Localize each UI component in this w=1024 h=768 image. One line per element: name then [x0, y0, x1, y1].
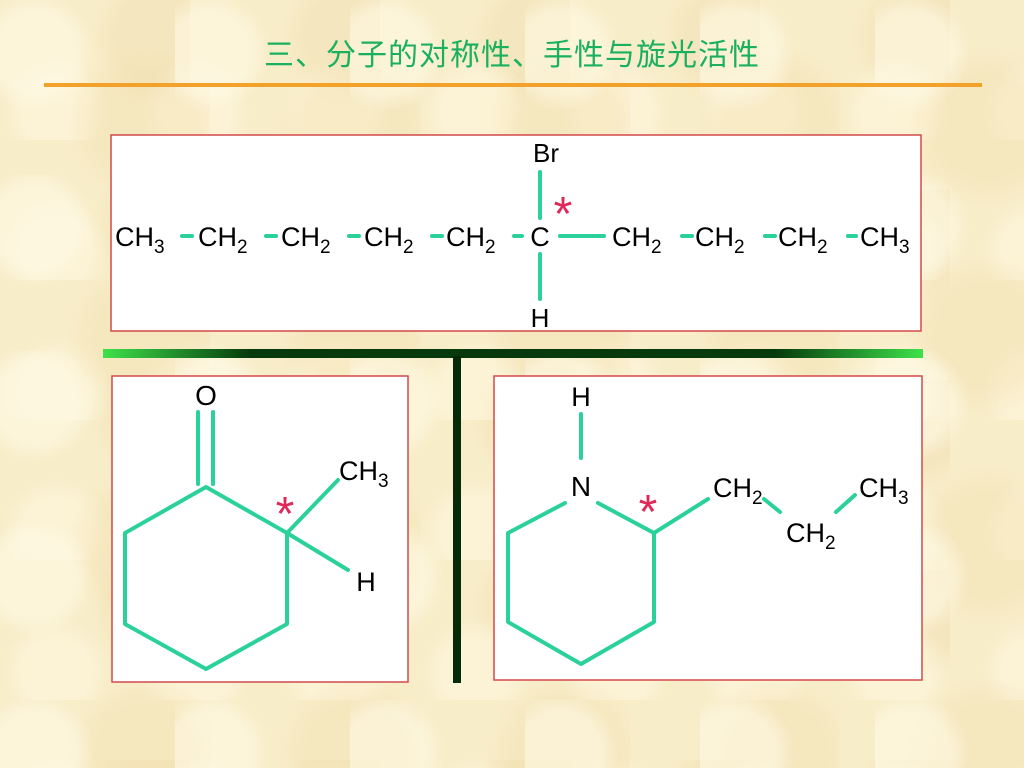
- methylene-label: CH2: [786, 518, 836, 554]
- methylene-label: CH2: [713, 473, 763, 509]
- group-label: CH3: [860, 222, 910, 258]
- methyl-label: CH3: [339, 456, 389, 492]
- hydrogen-label: H: [571, 382, 591, 412]
- molecule2-bonds: [123, 410, 350, 671]
- carbon-label: C: [530, 222, 550, 252]
- molecule2: O CH3 H *: [123, 380, 389, 671]
- nitrogen-label: N: [571, 471, 591, 502]
- bromine-label: Br: [533, 138, 559, 168]
- propyl-bond: [834, 493, 857, 514]
- group-label: CH2: [778, 222, 828, 258]
- methyl-label: CH3: [859, 473, 909, 509]
- hydrogen-label: H: [531, 303, 550, 333]
- horizontal-divider-bar: [103, 349, 923, 358]
- title-underline: [44, 83, 982, 87]
- chiral-asterisk: *: [639, 486, 658, 539]
- propyl-bond: [762, 497, 782, 514]
- chiral-asterisk: *: [276, 488, 295, 541]
- molecule3: H N CH2 CH2 CH3 *: [506, 382, 909, 666]
- hydrogen-label: H: [356, 567, 376, 597]
- slide-title: 三、分子的对称性、手性与旋光活性: [264, 38, 760, 73]
- chiral-asterisk: *: [554, 188, 573, 241]
- methyl-bond: [285, 478, 340, 535]
- vertical-divider-bar: [453, 356, 461, 683]
- group-label: CH2: [198, 222, 248, 258]
- hydrogen-bond: [285, 531, 350, 572]
- group-label: CH2: [281, 222, 331, 258]
- group-label: CH2: [695, 222, 745, 258]
- group-label: CH2: [612, 222, 662, 258]
- molecule3-bonds: [506, 412, 857, 666]
- molecule1-bonds: [180, 170, 858, 301]
- group-label: CH2: [446, 222, 496, 258]
- molecule3-box: [493, 375, 923, 681]
- molecule1-box: [110, 134, 922, 332]
- group-label: CH3: [115, 222, 165, 258]
- molecule2-box: [111, 375, 409, 683]
- oxygen-label: O: [195, 380, 217, 411]
- propyl-bond: [652, 497, 710, 535]
- group-label: CH2: [364, 222, 414, 258]
- molecule1: Br C H * CH3 CH2 CH2 CH2 CH2 CH2 CH2 CH2…: [115, 138, 910, 333]
